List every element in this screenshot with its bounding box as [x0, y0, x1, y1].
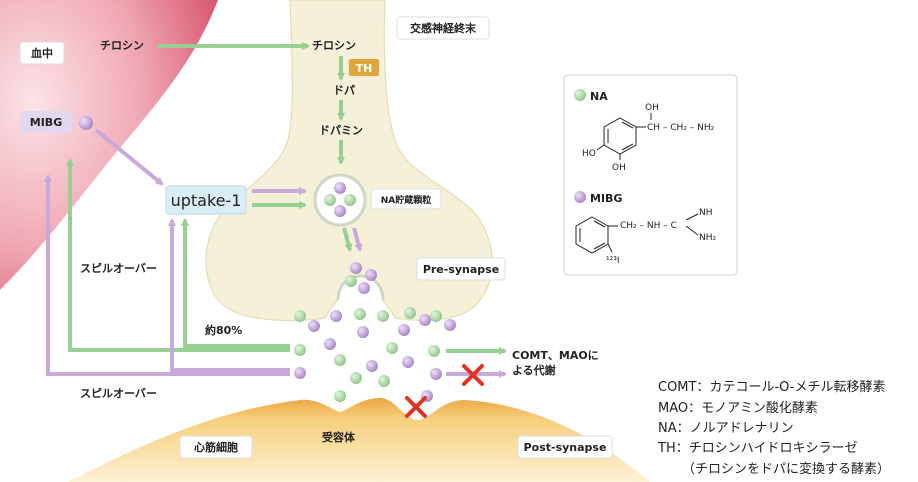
na-oh-bottom: OH — [612, 163, 626, 173]
legend-mao: MAO：モノアミン酸化酵素 — [658, 401, 818, 416]
na-dot — [324, 194, 336, 206]
mibg-not-metabolized-cross-icon — [462, 364, 484, 386]
na-chain: CH – CH₂ – NH₂ — [647, 123, 715, 133]
blood-label-box — [19, 41, 65, 65]
mibg-dot — [398, 324, 410, 336]
cardiomyocyte-label: 心筋細胞 — [194, 440, 238, 454]
storage-vesicle — [313, 173, 367, 227]
mibg-dot — [324, 338, 336, 350]
legend-na: NA：ノルアドレナリン — [658, 421, 794, 436]
mibg-legend-dot — [574, 191, 586, 203]
legend-comt: COMT：カテコール-O-メチル転移酵素 — [658, 380, 885, 395]
na-legend-dot — [574, 89, 586, 101]
mibg-benzene-ring — [575, 213, 699, 254]
mibg-dot — [334, 182, 346, 194]
legend-th-note: （チロシンをドパに変換する酵素） — [682, 461, 890, 477]
mibg-blood-box — [20, 111, 72, 133]
legend-th: TH：チロシンハイドロキシラーゼ — [657, 441, 857, 456]
na-dot — [350, 372, 362, 384]
receptor-label: 受容体 — [322, 430, 356, 444]
mibg-dot — [366, 360, 378, 372]
mibg-nh2: NH₂ — [699, 233, 717, 243]
na-structure-title: NA — [590, 90, 608, 103]
pre-synapse-box — [416, 257, 506, 281]
na-dot — [430, 310, 442, 322]
na-dot — [386, 342, 398, 354]
blood-vessel — [0, 0, 218, 290]
tyrosine-terminal-label: チロシン — [312, 39, 356, 52]
mibg-dot — [358, 282, 370, 294]
post-synapse-box — [517, 435, 613, 459]
mibg-dot — [308, 320, 320, 332]
th-badge — [349, 59, 379, 76]
mibg-nh: NH — [699, 208, 713, 218]
spillover-bottom-label: スピルオーバー — [80, 387, 157, 400]
na-ho-left: HO — [582, 149, 596, 159]
mibg-dot — [419, 314, 431, 326]
mibg-spillover-arrow — [44, 174, 290, 376]
mibg-dot — [350, 262, 362, 274]
na-dot — [294, 344, 306, 356]
mibg-dot — [294, 367, 306, 379]
na-benzene-ring — [596, 113, 652, 160]
mibg-dot — [402, 356, 414, 368]
na-spillover-arrow — [66, 158, 290, 352]
na-dot — [428, 345, 440, 357]
na-dot — [334, 354, 346, 366]
mibg-release-arrow — [352, 227, 363, 252]
na-dot — [377, 310, 389, 322]
mibg-dot — [330, 310, 342, 322]
dopa-label: ドパ — [333, 84, 355, 97]
na-dot — [378, 375, 390, 387]
na-release-arrow — [342, 227, 353, 252]
mibg-dot — [334, 205, 346, 217]
mibg-dot — [365, 269, 377, 281]
blood-label: 血中 — [31, 46, 53, 60]
tyrosine-blood-label: チロシン — [100, 39, 144, 52]
na-dot — [354, 308, 366, 320]
mibg-dot — [79, 116, 93, 130]
vesicle-label: NA貯蔵顆粒 — [381, 194, 432, 206]
mibg-blood-label: MIBG — [30, 116, 62, 129]
th-badge-label: TH — [356, 62, 373, 75]
mibg-dot — [357, 326, 369, 338]
percent-80-label: 約80% — [205, 323, 242, 337]
cardiomyocyte-box — [179, 435, 253, 459]
dopamine-label: ドパミン — [319, 124, 363, 137]
na-dot — [345, 275, 357, 287]
mibg-dot — [444, 319, 456, 331]
mibg-to-uptake-arrow — [94, 128, 164, 186]
cardiomyocyte — [68, 398, 650, 482]
spillover-top-label: スピルオーバー — [80, 262, 157, 275]
mibg-structure-title: MIBG — [590, 192, 622, 205]
na-dot — [344, 194, 356, 206]
mibg-iodine: ¹²³I — [606, 256, 619, 266]
mibg-no-receptor-binding-cross-icon — [405, 396, 427, 418]
metabolism-label-line1: COMT、MAOに — [512, 349, 599, 362]
metabolism-label-line2: よる代謝 — [512, 363, 556, 377]
pre-synapse-label: Pre-synapse — [423, 263, 499, 276]
mibg-reuptake-arrow — [168, 218, 290, 372]
na-oh-top: OH — [645, 103, 659, 113]
vesicle-label-box — [370, 188, 442, 210]
sympathetic-terminal-label: 交感神経終末 — [410, 21, 477, 35]
na-dot — [404, 307, 416, 319]
mibg-dot — [430, 368, 442, 380]
abbreviation-legend: COMT：カテコール-O-メチル転移酵素 MAO：モノアミン酸化酵素 NA：ノル… — [657, 380, 890, 477]
mibg-chain: CH₂ – NH – C — [620, 221, 677, 231]
na-dot — [334, 390, 346, 402]
post-synapse-label: Post-synapse — [524, 441, 607, 454]
uptake-1-label: uptake-1 — [171, 191, 242, 210]
na-reuptake-arrow — [181, 218, 290, 348]
uptake-1-box — [165, 185, 247, 215]
sympathetic-terminal-box — [396, 16, 490, 40]
na-dot — [294, 310, 306, 322]
